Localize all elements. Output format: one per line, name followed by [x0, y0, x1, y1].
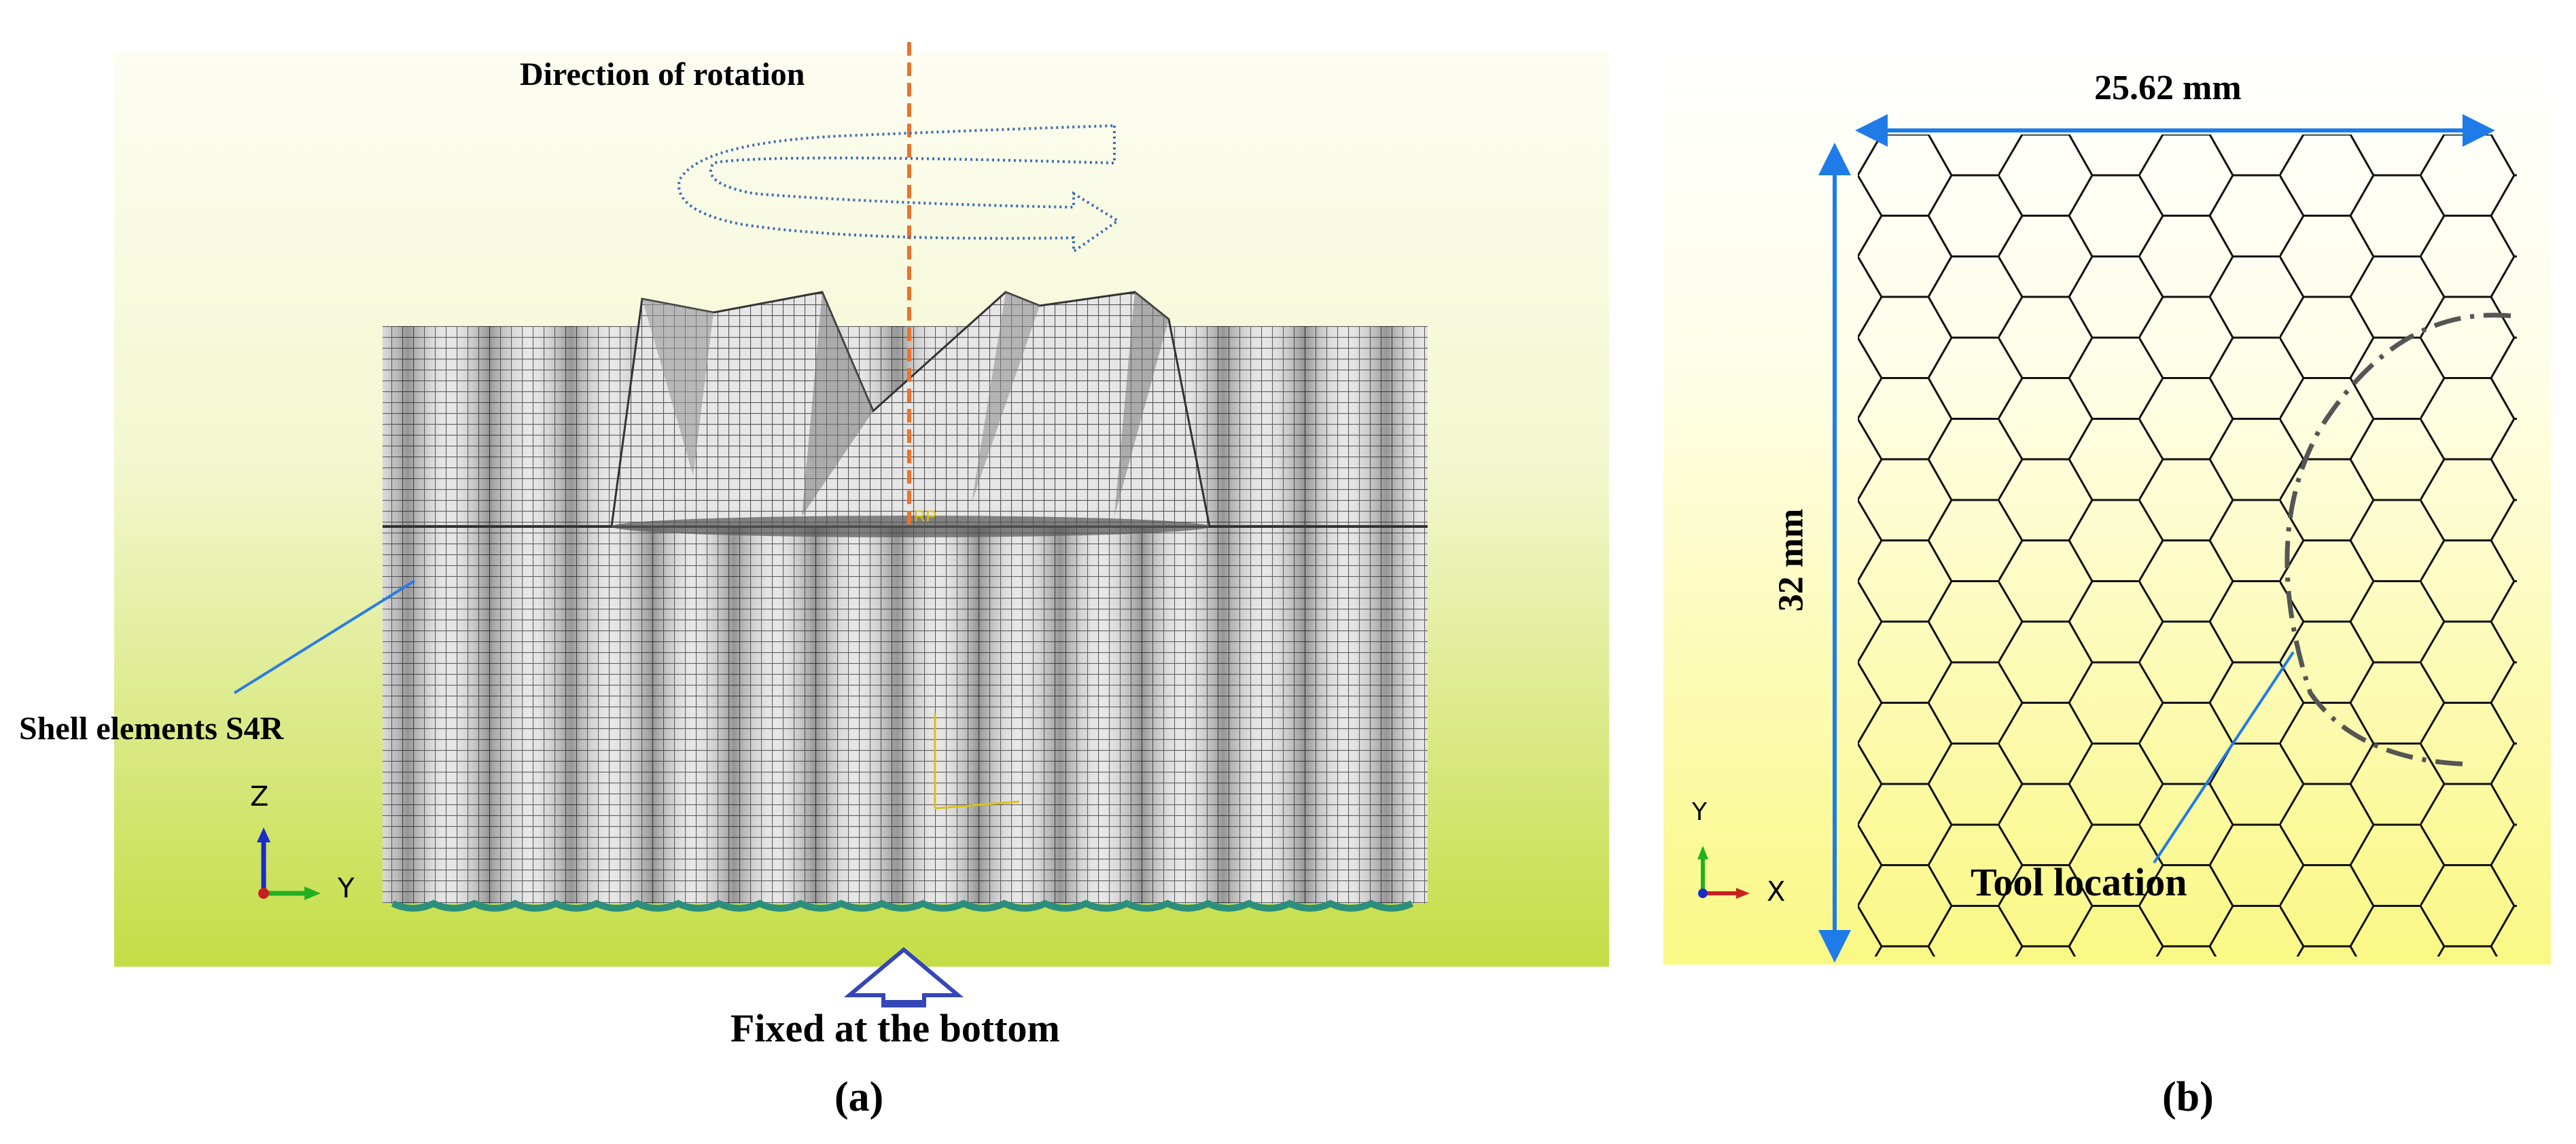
fixed-support-arrow-icon — [843, 947, 964, 1007]
triad-a-z: Z — [250, 781, 269, 812]
width-label: 25.62 mm — [2094, 69, 2242, 107]
tool-leader-line — [2153, 651, 2295, 864]
rp-marker-icon: RP — [914, 507, 936, 526]
triad-a-y: Y — [338, 873, 355, 904]
mesh-leader-line — [233, 579, 416, 694]
triad-b-x: X — [1767, 876, 1786, 908]
caption-b: (b) — [2162, 1074, 2214, 1120]
triad-b-y: Y — [1692, 798, 1707, 826]
mesh-label: Shell elements S4R — [19, 711, 284, 747]
tool-label: Tool location — [1971, 860, 2187, 904]
local-csys-icon — [934, 713, 1020, 810]
caption-a: (a) — [834, 1074, 884, 1120]
axis-triad-b — [1697, 846, 1750, 899]
height-label: 32 mm — [1771, 508, 1811, 612]
fixed-label: Fixed at the bottom — [730, 1006, 1060, 1050]
axis-triad-a — [257, 827, 321, 900]
honeycomb-grid — [1858, 135, 2517, 957]
rotation-label: Direction of rotation — [520, 56, 805, 92]
tool-path — [2284, 312, 2511, 767]
